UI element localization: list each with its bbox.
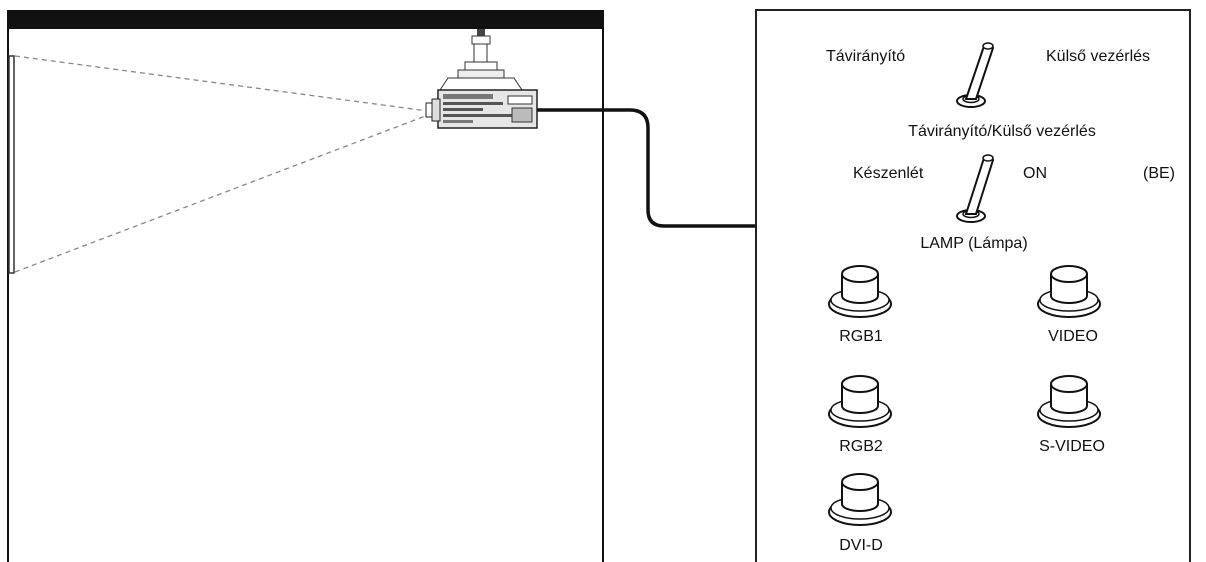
ceiling-mounted-projector-icon: [425, 29, 538, 129]
dvi-d-button-icon[interactable]: [828, 473, 892, 526]
on-label: ON: [1023, 165, 1047, 182]
projection-beam-bottom: [14, 114, 429, 273]
on-be-label: (BE): [1143, 165, 1175, 182]
external-control-label: Külső vezérlés: [1046, 48, 1151, 65]
projection-beam-top: [14, 55, 429, 112]
remote-external-toggle-switch[interactable]: [956, 42, 995, 108]
s-video-button-label: S-VIDEO: [1039, 438, 1105, 455]
rgb2-button-label: RGB2: [839, 438, 883, 455]
control-cable: [537, 108, 756, 228]
room-diagram: [7, 10, 604, 562]
remote-toggle-caption: Távirányító/Külső vezérlés: [908, 123, 1096, 140]
video-button-label: VIDEO: [1048, 328, 1098, 345]
projection-screen: [8, 55, 15, 274]
lamp-toggle-switch[interactable]: [956, 154, 995, 223]
rgb2-button-icon[interactable]: [828, 375, 892, 428]
lamp-toggle-caption: LAMP (Lámpa): [920, 235, 1028, 252]
video-button-icon[interactable]: [1037, 265, 1101, 318]
remote-label: Távirányító: [826, 48, 906, 65]
standby-label: Készenlét: [853, 165, 924, 182]
s-video-button-icon[interactable]: [1037, 375, 1101, 428]
control-panel-frame: [755, 9, 1191, 562]
ceiling-bar: [7, 10, 604, 29]
dvi-d-button-label: DVI-D: [839, 537, 883, 554]
rgb1-button-label: RGB1: [839, 328, 883, 345]
rgb1-button-icon[interactable]: [828, 265, 892, 318]
